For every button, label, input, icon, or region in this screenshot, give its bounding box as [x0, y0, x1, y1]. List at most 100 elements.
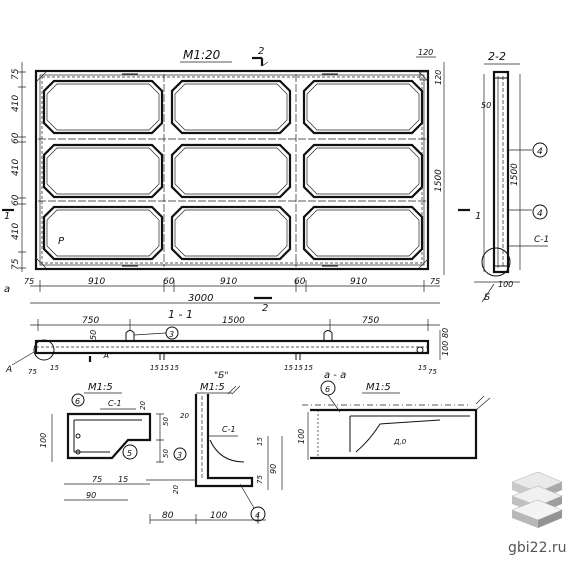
section-2-2-title: 2-2 — [488, 50, 506, 63]
opening-inner-0-0 — [46, 83, 160, 131]
section-1-1-dim-50: 50 — [89, 330, 98, 340]
dim-col-0: 75 — [24, 277, 34, 286]
detail-b-dim-75: 75 — [256, 475, 264, 484]
section-2-2-c1: С-1 — [534, 235, 549, 245]
detail-aa-scale: М1:5 — [366, 382, 391, 393]
opening-inner-1-2 — [306, 147, 420, 195]
section-2-mark-bottom: 2 — [262, 303, 268, 314]
section-2-2: 2-2 50 1500 4 4 С-1 100 Б — [474, 50, 549, 303]
section-1-1-bottom-dims: 15 15 15 15 15 15 15 15 — [50, 364, 427, 372]
section-1-1-title: 1 - 1 — [168, 308, 193, 321]
opening-0-1 — [170, 79, 292, 135]
opening-1-0 — [42, 143, 164, 199]
detail-a-dim-50b: 50 — [162, 449, 170, 458]
dim-col-1: 910 — [88, 277, 105, 287]
opening-0-2 — [302, 79, 424, 135]
main-plan-view: М1:20 2 Р 75 410 60 4 — [2, 46, 481, 314]
detail-b-title: "Б" — [214, 371, 228, 381]
detail-b: "Б" М1:5 С-1 20 15 90 75 20 3 80 100 4 — [146, 371, 283, 524]
detail-a-c1: С-1 — [108, 399, 122, 408]
detail-b-dim-15: 15 — [256, 437, 264, 446]
dim-col-6: 75 — [430, 277, 440, 286]
watermark-text: gbi22.ru — [508, 540, 567, 556]
detail-a-callout-5: 5 — [127, 449, 132, 458]
left-dimension-labels: 75 410 60 410 60 410 75 — [11, 68, 21, 270]
section-a-mark: а — [4, 284, 10, 295]
opening-0-0 — [42, 79, 164, 135]
panel-outline — [34, 69, 430, 271]
opening-inner-0-2 — [306, 83, 420, 131]
detail-b-dim-20b: 20 — [172, 485, 180, 494]
dim-total-width: 3000 — [188, 293, 213, 304]
dim-row-2: 60 — [11, 132, 21, 144]
section-2-mark-top: 2 — [258, 46, 264, 57]
detail-b-c1: С-1 — [222, 425, 236, 434]
section-1-1-height-100: 100 — [441, 341, 450, 356]
bottom-dim-1: 15 — [150, 364, 159, 372]
detail-b-dim-20: 20 — [180, 412, 189, 420]
opening-inner-2-1 — [174, 209, 288, 257]
opening-inner-1-1 — [174, 147, 288, 195]
section-2-2-height: 1500 — [510, 163, 520, 186]
view-a-label: "А" — [100, 351, 113, 360]
dim-corner-right: 120 — [434, 70, 443, 85]
detail-b-callout-3: 3 — [177, 451, 182, 460]
detail-b-dim-80: 80 — [162, 511, 174, 521]
plate-mark: Р — [58, 236, 65, 247]
section-2-2-dim-100: 100 — [498, 280, 513, 289]
detail-b-scale: М1:5 — [200, 382, 225, 393]
dim-row-3: 410 — [11, 159, 21, 176]
bottom-dim-2: 15 — [160, 364, 169, 372]
opening-2-2 — [302, 205, 424, 261]
opening-1-1 — [170, 143, 292, 199]
opening-2-0 — [42, 205, 164, 261]
detail-aa: а - а М1:5 100 6 Д,0 — [297, 370, 491, 460]
opening-inner-2-0 — [46, 209, 160, 257]
opening-2-1 — [170, 205, 292, 261]
bottom-dim-3: 15 — [170, 364, 179, 372]
dim-corner: 120 — [418, 48, 433, 57]
bottom-dim-0: 15 — [50, 364, 59, 372]
dim-row-0: 75 — [11, 68, 21, 80]
dim-total-height: 1500 — [434, 169, 444, 192]
dim-col-5: 910 — [350, 277, 367, 287]
section-1-1-right-small: 75 — [428, 368, 437, 376]
detail-a-dim-90: 90 — [86, 491, 96, 500]
bottom-dim-7: 15 — [418, 364, 427, 372]
detail-b-callout-4: 4 — [255, 511, 260, 520]
section-1-1-left-small: 75 — [28, 368, 37, 376]
opening-1-2 — [302, 143, 424, 199]
callout-b: Б — [484, 293, 490, 303]
dim-col-4: 60 — [294, 277, 306, 287]
dim-col-2: 60 — [163, 277, 175, 287]
section-1-1-mid-dim: 1500 — [222, 316, 245, 326]
panel-openings — [42, 79, 424, 261]
section-1-1-right-dim: 750 — [362, 316, 379, 326]
detail-a-scale: М1:5 — [88, 382, 113, 393]
dim-row-6: 75 — [11, 258, 21, 270]
detail-a-dim-75: 75 — [92, 475, 102, 484]
detail-a-dim-15: 15 — [118, 475, 128, 484]
cube-stack-icon — [511, 471, 563, 528]
opening-inner-1-0 — [46, 147, 160, 195]
section-2-2-callout-1: 4 — [537, 147, 543, 157]
opening-inner-2-2 — [306, 209, 420, 257]
detail-a: М1:5 6 С-1 20 50 50 100 5 75 15 90 — [39, 382, 170, 501]
bottom-dim-6: 15 — [304, 364, 313, 372]
dim-row-4: 60 — [11, 194, 21, 206]
dim-row-5: 410 — [11, 223, 21, 240]
detail-aa-angle: Д,0 — [393, 438, 407, 446]
dim-col-3: 910 — [220, 277, 237, 287]
main-scale-label: М1:20 — [183, 48, 221, 62]
dim-row-1: 410 — [11, 95, 21, 112]
watermark: gbi22.ru — [508, 471, 567, 556]
detail-aa-callout-6: 6 — [325, 385, 330, 394]
detail-a-callout-6: 6 — [75, 397, 80, 406]
detail-aa-dim-100: 100 — [297, 429, 306, 444]
detail-b-dim-90: 90 — [269, 464, 278, 474]
side-mark-left: 1 — [4, 211, 10, 222]
detail-a-dim-20: 20 — [139, 401, 147, 410]
detail-b-dim-100: 100 — [210, 511, 227, 521]
section-2-2-dim-50: 50 — [481, 101, 491, 110]
